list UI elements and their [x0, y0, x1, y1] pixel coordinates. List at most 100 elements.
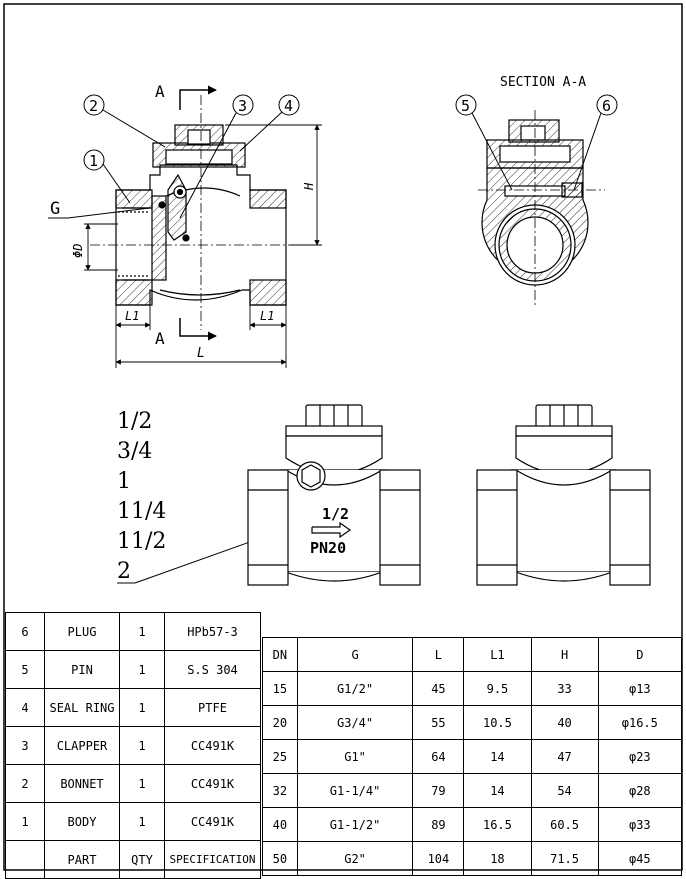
part-name: PLUG	[44, 612, 120, 651]
part-no: 2	[5, 764, 45, 803]
g-cell: G1-1/4"	[296, 773, 414, 808]
table-header-row: DN G L L1 H D	[262, 637, 683, 672]
part-name: BODY	[44, 802, 120, 841]
parts-table: 6 PLUG 1 HPb57-3 5 PIN 1 S.S 304 4 SEAL …	[5, 612, 261, 879]
part-qty: 1	[119, 612, 165, 651]
g-cell: G1-1/2"	[296, 807, 414, 842]
table-row: 2 BONNET 1 CC491K	[5, 764, 261, 803]
thread-leader	[48, 207, 151, 219]
external-view-back	[476, 404, 651, 586]
dn-cell: 25	[262, 739, 298, 774]
size-list: 1/2 3/4 1 11/4 11/2 2	[117, 409, 166, 584]
balloon-1-label: 1	[89, 152, 98, 170]
size-item: 2	[117, 559, 131, 584]
table-row: 3 CLAPPER 1 CC491K	[5, 726, 261, 765]
part-name: BONNET	[44, 764, 120, 803]
table-row: 4 SEAL RING 1 PTFE	[5, 688, 261, 727]
part-no: 6	[5, 612, 45, 651]
section-marker-top	[179, 85, 217, 110]
part-no: 4	[5, 688, 45, 727]
l-cell: 104	[412, 841, 465, 876]
length-label: L	[197, 346, 205, 361]
height-dimension	[225, 124, 322, 246]
h-header: H	[530, 637, 599, 672]
body-marking-size: 1/2	[322, 505, 349, 523]
dn-cell: 15	[262, 671, 298, 706]
part-spec: PTFE	[164, 688, 261, 727]
external-view-front	[247, 404, 421, 586]
end-length-label-right: L1	[260, 309, 274, 323]
size-item: 3/4	[117, 439, 152, 464]
table-row: 5 PIN 1 S.S 304	[5, 650, 261, 689]
balloon-4-label: 4	[284, 97, 293, 115]
balloons-front	[83, 94, 300, 219]
table-row: 20 G3/4" 55 10.5 40 φ16.5	[262, 705, 683, 740]
table-row: 6 PLUG 1 HPb57-3	[5, 612, 261, 651]
table-row: 32 G1-1/4" 79 14 54 φ28	[262, 773, 683, 808]
diameter-dimension	[84, 223, 118, 271]
part-qty: 1	[119, 802, 165, 841]
part-name: CLAPPER	[44, 726, 120, 765]
h-cell: 54	[530, 773, 599, 808]
section-marker-bottom-label: A	[155, 329, 165, 348]
end-length-dimension-right	[249, 305, 287, 368]
part-no: 3	[5, 726, 45, 765]
dn-cell: 50	[262, 841, 298, 876]
height-label: H	[302, 182, 316, 191]
size-item: 1	[117, 469, 131, 494]
section-marker-top-label: A	[155, 82, 165, 101]
section-marker-bottom	[179, 318, 217, 341]
l-cell: 79	[412, 773, 465, 808]
h-cell: 33	[530, 671, 599, 706]
part-spec: HPb57-3	[164, 612, 261, 651]
dimensions-table: DN G L L1 H D 15 G1/2" 45 9.5 33 φ13 20 …	[262, 637, 683, 876]
end-length-dimension-left	[115, 305, 151, 368]
part-qty: 1	[119, 726, 165, 765]
body-marking-pressure: PN20	[310, 539, 346, 557]
balloon-2-label: 2	[89, 97, 98, 115]
d-cell: φ23	[597, 739, 683, 774]
part-no: 1	[5, 802, 45, 841]
d-cell: φ16.5	[597, 705, 683, 740]
flow-arrow-icon	[311, 521, 352, 539]
g-cell: G2"	[296, 841, 414, 876]
balloon-3-label: 3	[238, 97, 247, 115]
g-cell: G1"	[296, 739, 414, 774]
l-cell: 55	[412, 705, 465, 740]
size-item: 11/2	[117, 529, 166, 554]
d-cell: φ28	[597, 773, 683, 808]
part-spec: S.S 304	[164, 650, 261, 689]
size-item: 11/4	[117, 499, 166, 524]
d-header: D	[597, 637, 683, 672]
part-name: SEAL RING	[44, 688, 120, 727]
l1-cell: 14	[463, 739, 532, 774]
dn-cell: 40	[262, 807, 298, 842]
l1-cell: 9.5	[463, 671, 532, 706]
table-row: 40 G1-1/2" 89 16.5 60.5 φ33	[262, 807, 683, 842]
h-cell: 71.5	[530, 841, 599, 876]
thread-label: G	[50, 199, 60, 219]
g-cell: G1/2"	[296, 671, 414, 706]
d-cell: φ13	[597, 671, 683, 706]
table-row: 50 G2" 104 18 71.5 φ45	[262, 841, 683, 876]
l-cell: 89	[412, 807, 465, 842]
size-item: 1/2	[117, 409, 152, 434]
table-row: 1 BODY 1 CC491K	[5, 802, 261, 841]
part-name: PIN	[44, 650, 120, 689]
l-header: L	[412, 637, 465, 672]
dn-cell: 20	[262, 705, 298, 740]
part-qty: 1	[119, 764, 165, 803]
table-row: 25 G1" 64 14 47 φ23	[262, 739, 683, 774]
l1-header: L1	[463, 637, 532, 672]
dn-cell: 32	[262, 773, 298, 808]
diameter-label: ΦD	[71, 244, 85, 258]
h-cell: 47	[530, 739, 599, 774]
l-cell: 64	[412, 739, 465, 774]
section-title: SECTION A-A	[500, 75, 586, 90]
dn-header: DN	[262, 637, 298, 672]
l1-cell: 14	[463, 773, 532, 808]
l1-cell: 16.5	[463, 807, 532, 842]
l-cell: 45	[412, 671, 465, 706]
part-qty: 1	[119, 688, 165, 727]
